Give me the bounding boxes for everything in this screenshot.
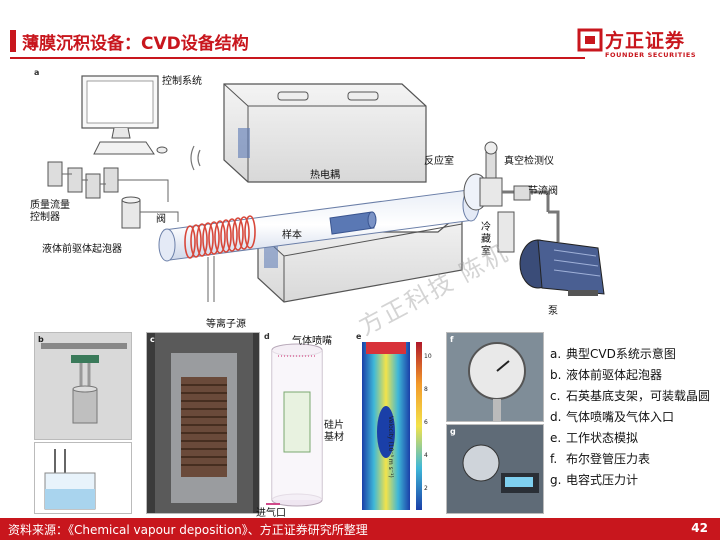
photo-g-capacitance-gauge: g: [446, 424, 544, 514]
slide-header: 薄膜沉积设备：CVD设备结构: [0, 0, 720, 62]
photo-b-bubbler: b: [34, 332, 132, 440]
label-vacuum-gauge: 真空检测仪: [504, 156, 554, 167]
panel-letter-d: d: [264, 332, 270, 341]
page-number: 42: [691, 521, 708, 535]
velocity-tick: 8: [424, 386, 428, 393]
velocity-tick: 4: [424, 452, 428, 459]
cvd-schematic: a 控制系统 质量流量 控制器 阀 液体前驱体起泡器 热电耦 反应室 真空检测仪…: [28, 62, 708, 330]
cvd-schematic-drawing: [47, 75, 605, 303]
panel-d-drawing: [266, 343, 323, 507]
sample-holder: [329, 211, 377, 235]
label-gas-inlet: 进气口: [256, 508, 286, 519]
label-cold-trap: 冷藏室: [481, 222, 491, 257]
panel-letter-e: e: [356, 332, 362, 341]
label-throttle-valve: 节流阀: [528, 186, 558, 197]
panel-letter-c: c: [150, 335, 155, 344]
page-title: 薄膜沉积设备：CVD设备结构: [22, 34, 249, 54]
computer-monitor: [81, 75, 168, 155]
label-control-system: 控制系统: [162, 76, 202, 87]
photo-c-substrate-holder: c: [146, 332, 260, 514]
title-accent-bar: [10, 30, 16, 52]
vacuum-pump: [519, 239, 605, 296]
velocity-colorbar-ticks: 10 8 6 4 2 0: [424, 340, 438, 525]
slide-footer: 资料来源：《Chemical vapour deposition》、方正证券研究…: [0, 518, 720, 540]
photo-b-drawing: [35, 333, 131, 439]
caption-item: e.工作状态模拟: [550, 431, 639, 445]
panel-letter-g: g: [450, 427, 456, 436]
label-precursor-bubbler: 液体前驱体起泡器: [42, 244, 122, 255]
caption-item: g.电容式压力计: [550, 473, 639, 487]
wireless-signal-icon: [190, 145, 201, 171]
bubbler: [121, 196, 179, 229]
label-plasma-source: 等离子源: [206, 319, 246, 330]
label-sample: 样本: [282, 230, 302, 241]
plasma-coil: [184, 215, 256, 259]
velocity-tick: 10: [424, 353, 432, 360]
label-gas-nozzle: 气体喷嘴: [292, 336, 332, 347]
panel-e-simulation: e 10 8 6 4 2 0 Velocity (10⁻⁵ m s⁻¹): [356, 332, 440, 525]
label-pump: 泵: [548, 306, 558, 317]
label-reaction-chamber: 反应室: [424, 156, 454, 167]
photo-f-bourdon-gauge: f: [446, 332, 544, 422]
velocity-axis-label: Velocity (10⁻⁵ m s⁻¹): [387, 416, 394, 478]
panel-letter-a: a: [34, 68, 40, 77]
panel-letter-f: f: [450, 335, 454, 344]
logo-name-cn: 方正证券: [605, 30, 686, 52]
photo-b-inset: [34, 442, 132, 514]
panel-e-drawing: [362, 342, 422, 510]
mass-flow-controllers: [47, 161, 169, 202]
photo-c-drawing: [147, 333, 259, 513]
founder-logo: 方正证券 FOUNDER SECURITIES: [575, 24, 715, 64]
label-thermocouple: 热电耦: [310, 170, 340, 181]
title-divider: [10, 57, 585, 59]
label-mass-flow-controller: 质量流量 控制器: [30, 200, 70, 223]
caption-item: d.气体喷嘴及气体入口: [550, 410, 675, 424]
caption-item: a.典型CVD系统示意图: [550, 347, 676, 361]
figure-caption-list: a.典型CVD系统示意图 b.液体前驱体起泡器 c.石英基底支架，可装载晶圆 d…: [550, 344, 720, 491]
logo-name-en: FOUNDER SECURITIES: [605, 51, 697, 59]
photo-b-inset-drawing: [35, 443, 131, 513]
photo-f-drawing: [447, 333, 543, 421]
vacuum-fittings: [463, 141, 560, 253]
panel-letter-b: b: [38, 335, 44, 344]
photo-g-drawing: [447, 425, 543, 513]
panel-d-gas-nozzle: d 气体喷嘴 硅片 基材 进气口: [256, 332, 352, 519]
caption-item: f.布尔登管压力表: [550, 452, 651, 466]
label-wafer-substrate: 硅片 基材: [324, 420, 344, 443]
furnace-upper-shell: [223, 83, 427, 183]
caption-item: b.液体前驱体起泡器: [550, 368, 663, 382]
velocity-tick: 2: [424, 485, 428, 492]
caption-item: c.石英基底支架，可装载晶圆: [550, 389, 711, 403]
velocity-tick: 6: [424, 419, 428, 426]
label-valve: 阀: [156, 214, 166, 225]
founder-logo-icon: [577, 28, 603, 52]
source-note: 资料来源：《Chemical vapour deposition》、方正证券研究…: [8, 523, 368, 537]
plasma-leads: [207, 256, 215, 302]
